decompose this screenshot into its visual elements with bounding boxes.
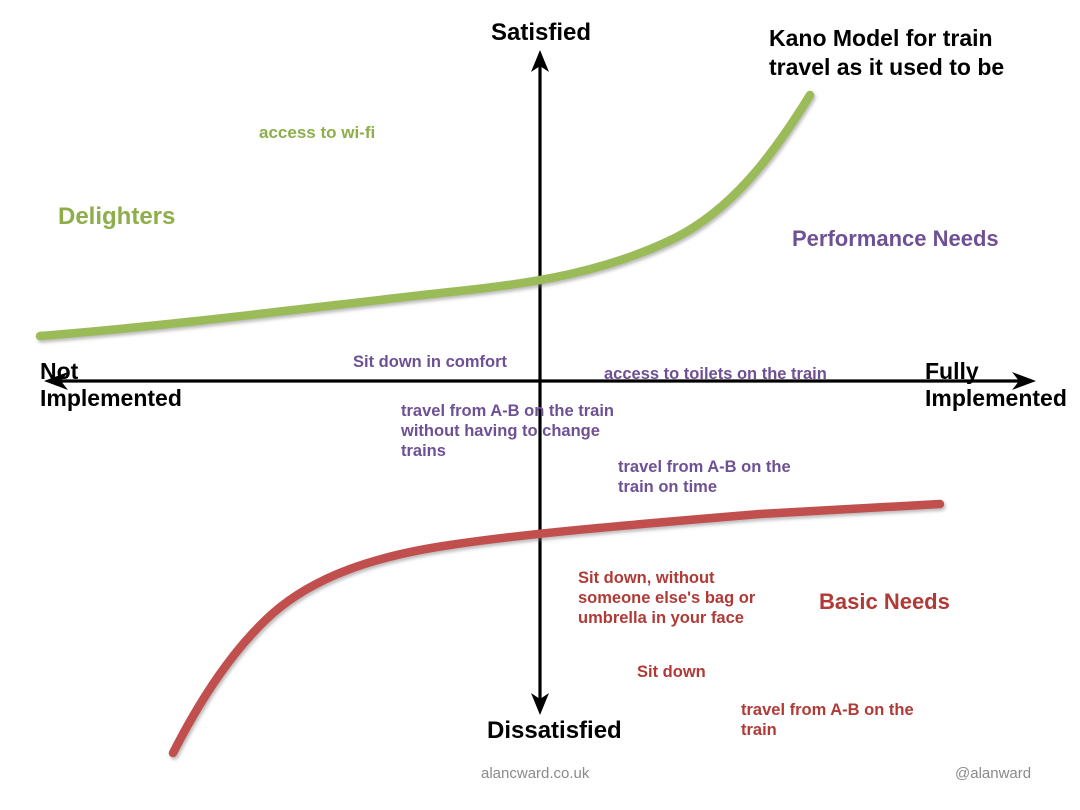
y-axis-top-arrowhead — [531, 50, 549, 72]
performance-item-on-time: travel from A-B on the train on time — [618, 458, 791, 497]
zone-label-basic-needs: Basic Needs — [819, 589, 950, 614]
x-axis-left-arrowhead — [44, 372, 68, 390]
y-axis-bottom-label: Dissatisfied — [487, 717, 622, 744]
performance-item-no-change-trains: travel from A-B on the train without hav… — [401, 402, 614, 461]
footer-handle: @alanward — [955, 765, 1032, 782]
performance-item-sit-down-comfort: Sit down in comfort — [353, 353, 507, 371]
y-axis-bottom-arrowhead — [531, 693, 549, 715]
basic-item-sit-down: Sit down — [637, 663, 706, 681]
y-axis-top-label: Satisfied — [491, 19, 592, 46]
zone-label-delighters: Delighters — [58, 203, 176, 230]
x-axis-right-label: Fully Implemented — [925, 358, 1067, 412]
zone-label-performance-needs: Performance Needs — [792, 226, 999, 251]
red-basic-needs-curve — [168, 499, 945, 758]
basic-item-no-bags: Sit down, without someone else's bag or … — [578, 569, 756, 628]
delighter-item-wifi: access to wi-fi — [259, 123, 376, 142]
basic-item-travel-a-b: travel from A-B on the train — [741, 701, 914, 740]
x-axis-left-label: Not Implemented — [40, 358, 182, 412]
green-delighters-curve — [35, 90, 815, 341]
performance-item-toilets: access to toilets on the train — [604, 365, 827, 383]
page-title: Kano Model for train travel as it used t… — [769, 25, 1005, 81]
footer-site: alancward.co.uk — [481, 765, 590, 782]
x-axis-right-arrowhead — [1012, 372, 1036, 390]
